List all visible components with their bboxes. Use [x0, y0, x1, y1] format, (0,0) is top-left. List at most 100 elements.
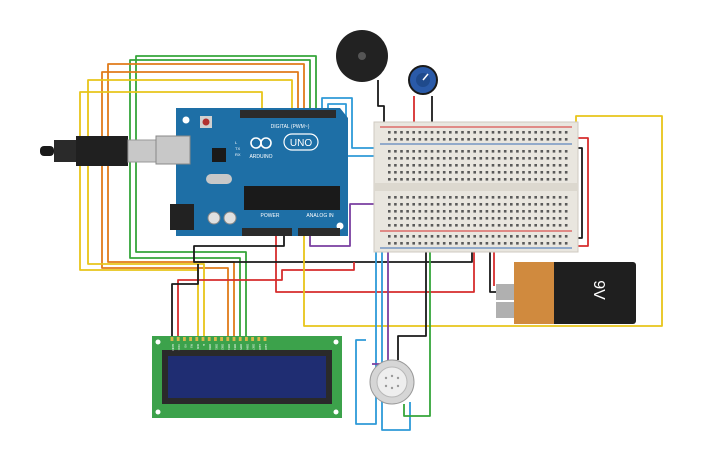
breadboard-hole[interactable] — [503, 150, 507, 153]
breadboard-hole[interactable] — [516, 178, 519, 181]
breadboard-hole[interactable] — [394, 224, 397, 227]
breadboard-hole[interactable] — [442, 196, 446, 199]
lcd-pin[interactable] — [245, 337, 248, 341]
breadboard-hole[interactable] — [449, 178, 452, 181]
breadboard-hole[interactable] — [564, 131, 568, 134]
breadboard-hole[interactable] — [503, 210, 507, 213]
breadboard-hole[interactable] — [540, 178, 544, 181]
breadboard-hole[interactable] — [442, 203, 446, 206]
breadboard-hole[interactable] — [485, 242, 489, 245]
breadboard-hole[interactable] — [558, 150, 562, 153]
wire-yellow-1[interactable] — [87, 79, 293, 337]
breadboard-hole[interactable] — [540, 210, 544, 213]
breadboard-hole[interactable] — [461, 138, 464, 141]
breadboard-hole[interactable] — [406, 150, 409, 153]
breadboard-hole[interactable] — [473, 224, 476, 227]
breadboard-hole[interactable] — [534, 171, 537, 174]
breadboard-hole[interactable] — [455, 157, 458, 160]
breadboard-hole[interactable] — [436, 157, 440, 160]
breadboard-hole[interactable] — [388, 138, 391, 141]
breadboard-hole[interactable] — [406, 203, 409, 206]
lcd-pin[interactable] — [195, 337, 199, 341]
breadboard-hole[interactable] — [461, 217, 464, 220]
breadboard-hole[interactable] — [467, 217, 470, 220]
breadboard-hole[interactable] — [479, 210, 483, 213]
breadboard-hole[interactable] — [430, 150, 434, 153]
breadboard-hole[interactable] — [461, 164, 464, 167]
lcd-pin[interactable] — [232, 337, 236, 341]
breadboard-hole[interactable] — [522, 131, 525, 134]
breadboard-hole[interactable] — [473, 164, 476, 167]
breadboard-hole[interactable] — [388, 217, 391, 220]
breadboard-hole[interactable] — [534, 131, 537, 134]
breadboard-hole[interactable] — [418, 178, 422, 181]
breadboard-hole[interactable] — [406, 178, 409, 181]
breadboard-hole[interactable] — [406, 242, 409, 245]
breadboard-hole[interactable] — [491, 224, 495, 227]
breadboard-hole[interactable] — [491, 235, 495, 238]
breadboard-hole[interactable] — [552, 164, 556, 167]
breadboard-hole[interactable] — [424, 150, 428, 153]
breadboard-hole[interactable] — [442, 150, 446, 153]
breadboard-hole[interactable] — [528, 138, 531, 141]
breadboard-hole[interactable] — [510, 217, 513, 220]
breadboard-hole[interactable] — [558, 171, 562, 174]
breadboard-hole[interactable] — [564, 178, 568, 181]
breadboard-hole[interactable] — [400, 217, 403, 220]
breadboard-hole[interactable] — [534, 196, 537, 199]
breadboard-hole[interactable] — [430, 131, 434, 134]
breadboard-hole[interactable] — [534, 203, 537, 206]
breadboard-hole[interactable] — [552, 224, 556, 227]
breadboard-hole[interactable] — [485, 210, 489, 213]
breadboard-hole[interactable] — [528, 178, 531, 181]
breadboard-hole[interactable] — [528, 242, 531, 245]
battery-9v[interactable]: 9V — [496, 262, 636, 324]
breadboard-hole[interactable] — [540, 157, 544, 160]
breadboard-hole[interactable] — [558, 235, 562, 238]
breadboard-hole[interactable] — [564, 150, 568, 153]
breadboard-hole[interactable] — [400, 131, 403, 134]
breadboard-hole[interactable] — [491, 203, 495, 206]
breadboard-hole[interactable] — [430, 171, 434, 174]
breadboard-hole[interactable] — [455, 203, 458, 206]
breadboard-hole[interactable] — [497, 203, 501, 206]
breadboard-hole[interactable] — [516, 164, 519, 167]
breadboard-hole[interactable] — [418, 171, 422, 174]
breadboard-hole[interactable] — [467, 196, 470, 199]
breadboard-hole[interactable] — [406, 196, 409, 199]
gas-sensor[interactable] — [369, 359, 415, 405]
breadboard-hole[interactable] — [528, 203, 531, 206]
breadboard-hole[interactable] — [546, 171, 550, 174]
breadboard-hole[interactable] — [394, 242, 397, 245]
breadboard-hole[interactable] — [516, 157, 519, 160]
breadboard-hole[interactable] — [436, 217, 440, 220]
lcd-pin[interactable] — [257, 337, 261, 341]
wire-purple-analog[interactable] — [309, 203, 384, 247]
breadboard-hole[interactable] — [394, 203, 397, 206]
breadboard-hole[interactable] — [455, 171, 458, 174]
breadboard-hole[interactable] — [540, 235, 544, 238]
breadboard-hole[interactable] — [546, 164, 550, 167]
breadboard-hole[interactable] — [522, 150, 525, 153]
breadboard-hole[interactable] — [503, 131, 507, 134]
breadboard-hole[interactable] — [497, 164, 501, 167]
breadboard-hole[interactable] — [528, 164, 531, 167]
breadboard-hole[interactable] — [534, 138, 537, 141]
breadboard-hole[interactable] — [540, 203, 544, 206]
breadboard-hole[interactable] — [552, 235, 556, 238]
breadboard-hole[interactable] — [479, 224, 483, 227]
breadboard-hole[interactable] — [491, 210, 495, 213]
breadboard-hole[interactable] — [436, 210, 440, 213]
breadboard-hole[interactable] — [418, 242, 422, 245]
breadboard-hole[interactable] — [430, 196, 434, 199]
breadboard-hole[interactable] — [510, 150, 513, 153]
breadboard-hole[interactable] — [412, 242, 415, 245]
breadboard-hole[interactable] — [510, 203, 513, 206]
breadboard-hole[interactable] — [528, 210, 531, 213]
breadboard-hole[interactable] — [418, 224, 422, 227]
breadboard-hole[interactable] — [510, 196, 513, 199]
wire-black-gnd[interactable] — [193, 236, 473, 263]
breadboard-hole[interactable] — [461, 203, 464, 206]
breadboard-hole[interactable] — [479, 157, 483, 160]
breadboard-hole[interactable] — [388, 157, 391, 160]
